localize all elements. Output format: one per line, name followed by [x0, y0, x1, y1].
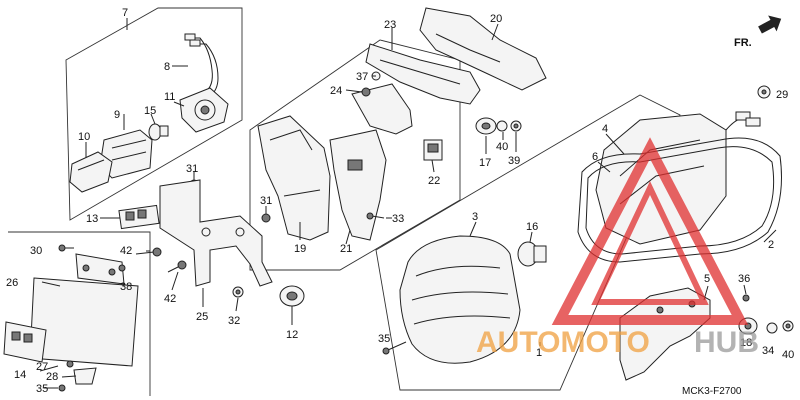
part-plate-bracket: [75, 253, 125, 285]
callout-7: 7: [122, 7, 128, 19]
callout-5: 5: [704, 273, 710, 285]
watermark-text-a: AUTOMOTO: [476, 326, 650, 359]
figure-code: MCK3-F2700: [682, 386, 742, 397]
part-34-screw: [366, 212, 385, 220]
direction-indicator: FR.: [734, 15, 782, 49]
callout-8: 8: [164, 61, 170, 73]
callout-12: 12: [286, 329, 298, 341]
part-35-screw: [58, 384, 66, 392]
callout-31-top: 31: [186, 163, 198, 175]
part-13-reflector: [118, 204, 160, 230]
part-8-wire: [184, 33, 219, 97]
part-27-screw: [66, 360, 74, 368]
part-25-bracket: [159, 179, 273, 287]
part-39-nut: [118, 264, 126, 272]
callout-25: 25: [196, 311, 208, 323]
part-33-washer: [766, 322, 778, 334]
callout-37: 36: [738, 273, 750, 285]
part-22-clip: [423, 139, 443, 161]
callout-10: 10: [78, 131, 90, 143]
callout-13: 13: [86, 213, 98, 225]
callout-4: 4: [602, 123, 608, 135]
callout-19: 19: [294, 243, 306, 255]
callout-40-bottom: 40: [782, 349, 794, 361]
part-42-bolt-b: [167, 260, 187, 273]
callout-29: 29: [776, 89, 788, 101]
leader-lines: [39, 23, 777, 389]
callout-21: 21: [340, 243, 352, 255]
callout-28: 28: [46, 371, 58, 383]
part-12-grommet: [279, 285, 305, 307]
callout-22: 22: [428, 175, 440, 187]
part-29-grommet: [757, 85, 771, 99]
callout-11: 11: [164, 91, 175, 103]
part-31-bolt-mid: [261, 213, 271, 223]
part-10-lens: [69, 151, 113, 193]
warning-triangle-icon: [551, 137, 749, 325]
part-24-bolt: [361, 87, 371, 97]
direction-label: FR.: [734, 37, 752, 49]
part-17-grommet: [475, 117, 497, 135]
callout-17: 17: [479, 157, 491, 169]
callout-39: 38: [120, 281, 132, 293]
assembly-box-license: [8, 231, 151, 396]
callout-41: 40: [496, 141, 508, 153]
callout-2: 2: [768, 239, 774, 251]
watermark-text-b: HUB: [694, 326, 759, 359]
callout-18: 18: [740, 337, 752, 349]
part-3-tail-lens: [399, 235, 521, 364]
callout-31-mid: 31: [260, 195, 272, 207]
part-21-inner-fender: [329, 129, 387, 241]
callout-33: 34: [762, 345, 774, 357]
callout-1: 1: [536, 347, 542, 359]
assembly-box-7: [65, 7, 243, 221]
part-40-nut-top: [510, 120, 522, 132]
callout-6: 6: [592, 151, 598, 163]
callout-35: 35: [36, 383, 48, 395]
direction-arrow-icon: [758, 15, 782, 34]
assembly-box-23: [249, 39, 461, 271]
part-37-screw: [742, 294, 750, 302]
part-wire-connector: [725, 111, 761, 131]
callout-26: 26: [6, 277, 18, 289]
callout-labels: 7 8 11 9 15 10 31 13 31 30 42 26 38 42 2…: [6, 7, 794, 395]
callout-23: 23: [384, 19, 396, 31]
callout-42-a: 42: [120, 245, 132, 257]
part-16-bulb: [517, 241, 547, 267]
callout-24: 24: [330, 85, 342, 97]
callout-16: 16: [526, 221, 538, 233]
callout-27: 27: [36, 361, 48, 373]
part-14-light: [3, 321, 47, 363]
part-32-nut: [232, 286, 244, 298]
part-11-socket: [179, 87, 229, 133]
part-36-screw: [382, 341, 407, 355]
part-20-cover: [419, 7, 547, 91]
callout-42-b: 42: [164, 293, 176, 305]
part-28-bracket: [73, 367, 97, 385]
callout-15: 15: [144, 105, 156, 117]
callout-36: 35: [378, 333, 390, 345]
callout-14: 14: [14, 369, 26, 381]
part-15-bulb: [148, 123, 169, 141]
callout-30: 30: [30, 245, 42, 257]
watermark: AUTOMOTO HUB: [476, 137, 759, 359]
part-19-fender: [257, 115, 331, 241]
part-30-screw: [58, 244, 74, 252]
callout-34: 33: [392, 213, 404, 225]
callout-32: 32: [228, 315, 240, 327]
part-41-washer: [496, 120, 508, 132]
callout-3: 3: [472, 211, 478, 223]
callout-20: 20: [490, 13, 502, 25]
callout-40-top: 39: [508, 155, 520, 167]
callout-9: 9: [114, 109, 120, 121]
part-9-housing: [99, 129, 153, 179]
callout-38: 37: [356, 71, 368, 83]
part-40-nut-bottom: [782, 320, 794, 332]
part-42-bolt-a: [135, 247, 162, 257]
part-23-bracket: [351, 43, 481, 135]
